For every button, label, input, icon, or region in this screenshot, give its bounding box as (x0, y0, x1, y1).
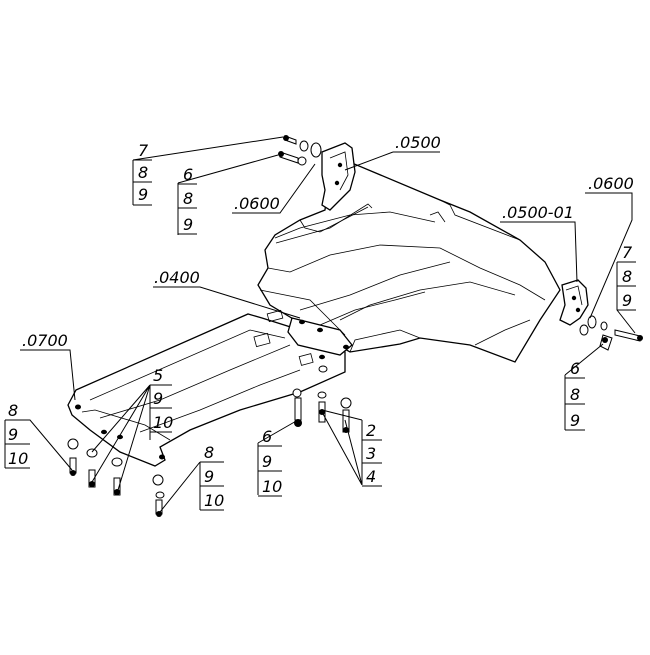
label-0700: .0700 (22, 331, 68, 350)
label-0400: .0400 (154, 268, 200, 287)
label-0500-01: .0500-01 (502, 203, 574, 222)
svg-text:3: 3 (366, 444, 376, 463)
hardware-lower-left (67, 438, 165, 517)
svg-text:9: 9 (262, 452, 272, 471)
svg-text:6: 6 (183, 165, 193, 184)
svg-text:8: 8 (622, 267, 632, 286)
svg-text:10: 10 (262, 477, 282, 496)
callout-top-left-b: 6 8 9 (178, 165, 197, 235)
bracket-0500-01 (559, 279, 589, 326)
part-labels: .0500 .0600 .0600 .0500-01 .0400 .0700 (22, 133, 634, 350)
svg-text:9: 9 (204, 467, 214, 486)
svg-text:9: 9 (138, 185, 148, 204)
bracket-0500 (321, 142, 356, 211)
svg-text:4: 4 (366, 467, 376, 486)
svg-text:8: 8 (8, 401, 18, 420)
svg-text:2: 2 (366, 421, 376, 440)
svg-text:9: 9 (183, 215, 193, 234)
hardware-top-left (278, 135, 322, 166)
hardware-right (579, 315, 643, 351)
svg-text:10: 10 (204, 491, 224, 510)
callout-mid-a: 5 9 10 (150, 366, 173, 433)
svg-text:7: 7 (622, 243, 633, 262)
callout-center-a: 6 9 10 (258, 427, 282, 497)
svg-text:6: 6 (262, 427, 272, 446)
svg-text:9: 9 (153, 389, 163, 408)
label-0600-right: .0600 (588, 174, 634, 193)
svg-text:5: 5 (153, 366, 163, 385)
main-skid-plate (257, 162, 561, 363)
leader-lines (4, 136, 636, 513)
callout-stacks: 7 8 9 6 8 9 7 8 9 6 8 (5, 141, 636, 511)
plate-0400 (287, 317, 353, 360)
svg-text:8: 8 (183, 189, 193, 208)
callout-left-a: 8 9 10 (5, 401, 30, 469)
callout-right-b: 6 8 9 (565, 359, 585, 431)
svg-text:7: 7 (138, 141, 149, 160)
callout-top-left-a: 7 8 9 (133, 141, 152, 206)
svg-text:9: 9 (570, 411, 580, 430)
svg-text:6: 6 (570, 359, 580, 378)
label-0500: .0500 (395, 133, 441, 152)
svg-text:10: 10 (153, 413, 173, 432)
svg-text:9: 9 (8, 425, 18, 444)
callout-mid-b: 8 9 10 (200, 443, 224, 511)
svg-text:10: 10 (8, 449, 28, 468)
svg-text:8: 8 (570, 385, 580, 404)
svg-text:8: 8 (204, 443, 214, 462)
svg-text:9: 9 (622, 291, 632, 310)
callout-right-a: 7 8 9 (617, 243, 636, 311)
label-0600-left: .0600 (234, 194, 280, 213)
svg-text:8: 8 (138, 163, 148, 182)
callout-center-b: 2 3 4 (362, 421, 382, 487)
